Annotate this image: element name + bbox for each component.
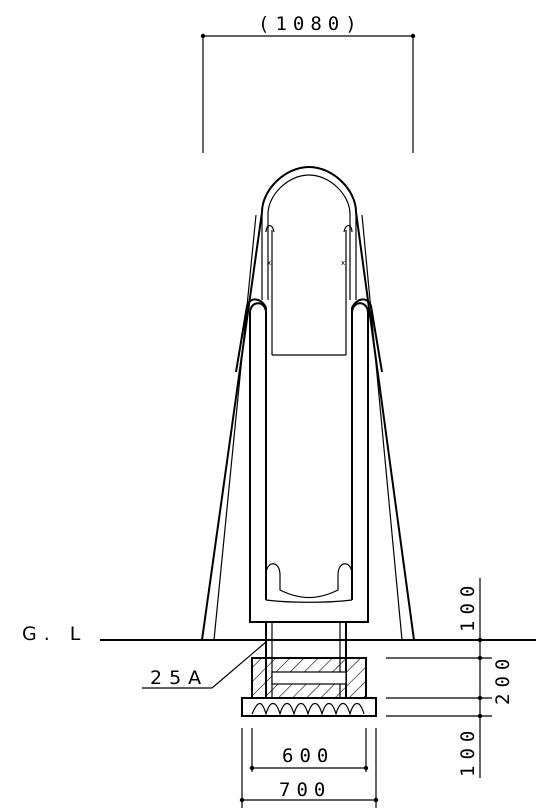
top-dimension: (1080) (200, 13, 416, 153)
foundation (241, 657, 377, 717)
base-dimensions: 600 700 (239, 728, 379, 808)
slide-body: x x (201, 165, 415, 700)
base-inner-label: 600 (282, 745, 334, 767)
right-top-label: 100 (457, 580, 479, 632)
top-width-label: (1080) (258, 13, 363, 35)
ground-line-label: G. L (22, 623, 87, 645)
svg-text:x: x (341, 259, 345, 267)
svg-text:x: x (267, 259, 271, 267)
right-bottom-label: 100 (457, 725, 479, 777)
pipe-size-label: 25A (150, 667, 208, 689)
base-outer-label: 700 (279, 779, 331, 801)
pipe-size-callout: 25A (142, 641, 267, 689)
ground-line: G. L (22, 623, 536, 645)
right-dimensions: 100 200 100 (386, 578, 514, 778)
right-mid-label: 200 (492, 653, 514, 705)
